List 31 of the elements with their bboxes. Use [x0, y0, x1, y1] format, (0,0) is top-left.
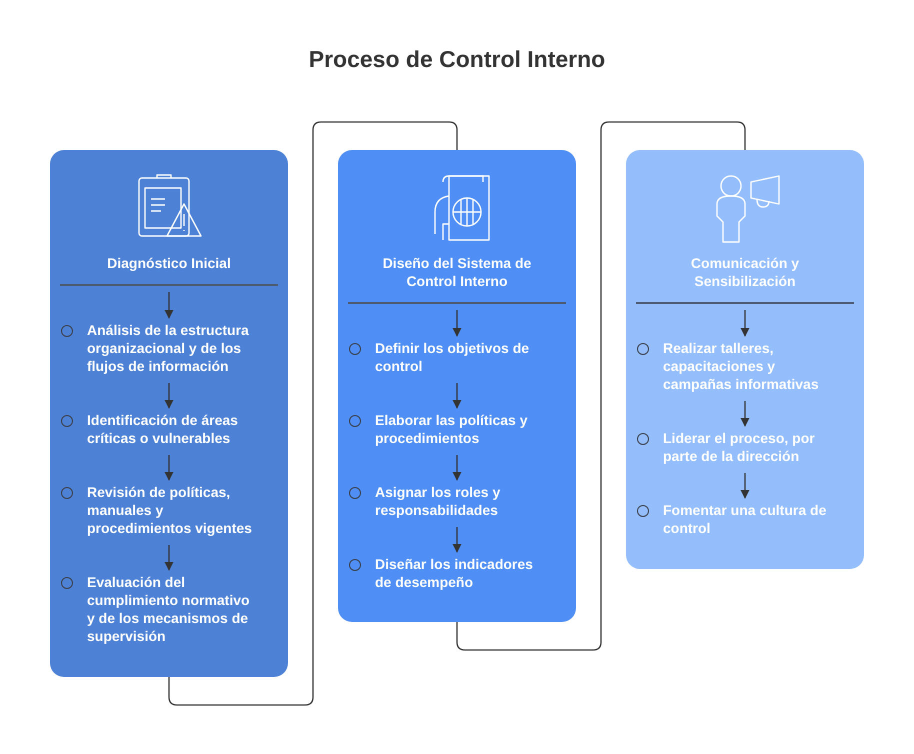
column-heading: Diagnóstico Inicial	[107, 254, 231, 272]
column-panel	[50, 150, 288, 677]
arrow	[452, 527, 462, 553]
connector-line	[168, 121, 458, 706]
step-text: Revisión de políticas, manuales y procedimientos vigentes	[87, 483, 253, 537]
step-text: Fomentar una cultura de control	[663, 501, 828, 537]
step-text: Análisis de la estructura organizacional y de los flujos de información	[87, 321, 250, 375]
step-text: Definir los objetivos de control	[375, 339, 530, 375]
step-text: Asignar los roles y responsabilidades	[375, 483, 502, 519]
arrow	[452, 383, 462, 409]
arrow	[740, 310, 750, 337]
arrow	[740, 473, 750, 499]
step-text: Identificación de áreas críticas o vulnerables	[87, 411, 239, 447]
arrow	[164, 455, 174, 481]
arrow	[452, 310, 462, 337]
step-text: Liderar el proceso, por parte de la dirección	[663, 429, 816, 465]
column-heading: Diseño del Sistema de Control Interno	[382, 254, 532, 290]
step-text: Evaluación del cumplimiento normativo y de los mecanismos de supervisión	[87, 573, 251, 645]
arrow	[164, 292, 174, 319]
arrow	[740, 401, 750, 427]
arrow	[164, 383, 174, 409]
arrow	[164, 545, 174, 571]
column-panel	[626, 150, 864, 569]
diagram-title: Proceso de Control Interno	[308, 46, 606, 72]
column-heading: Comunicación y Sensibilización	[690, 254, 800, 290]
column-panel	[338, 150, 576, 622]
step-text: Diseñar los indicadores de desempeño	[375, 555, 534, 591]
arrow	[452, 455, 462, 481]
step-text: Realizar talleres, capacitaciones y campañas informativas	[663, 339, 820, 393]
connector-line	[456, 121, 746, 651]
step-text: Elaborar las políticas y procedimientos	[375, 411, 529, 447]
